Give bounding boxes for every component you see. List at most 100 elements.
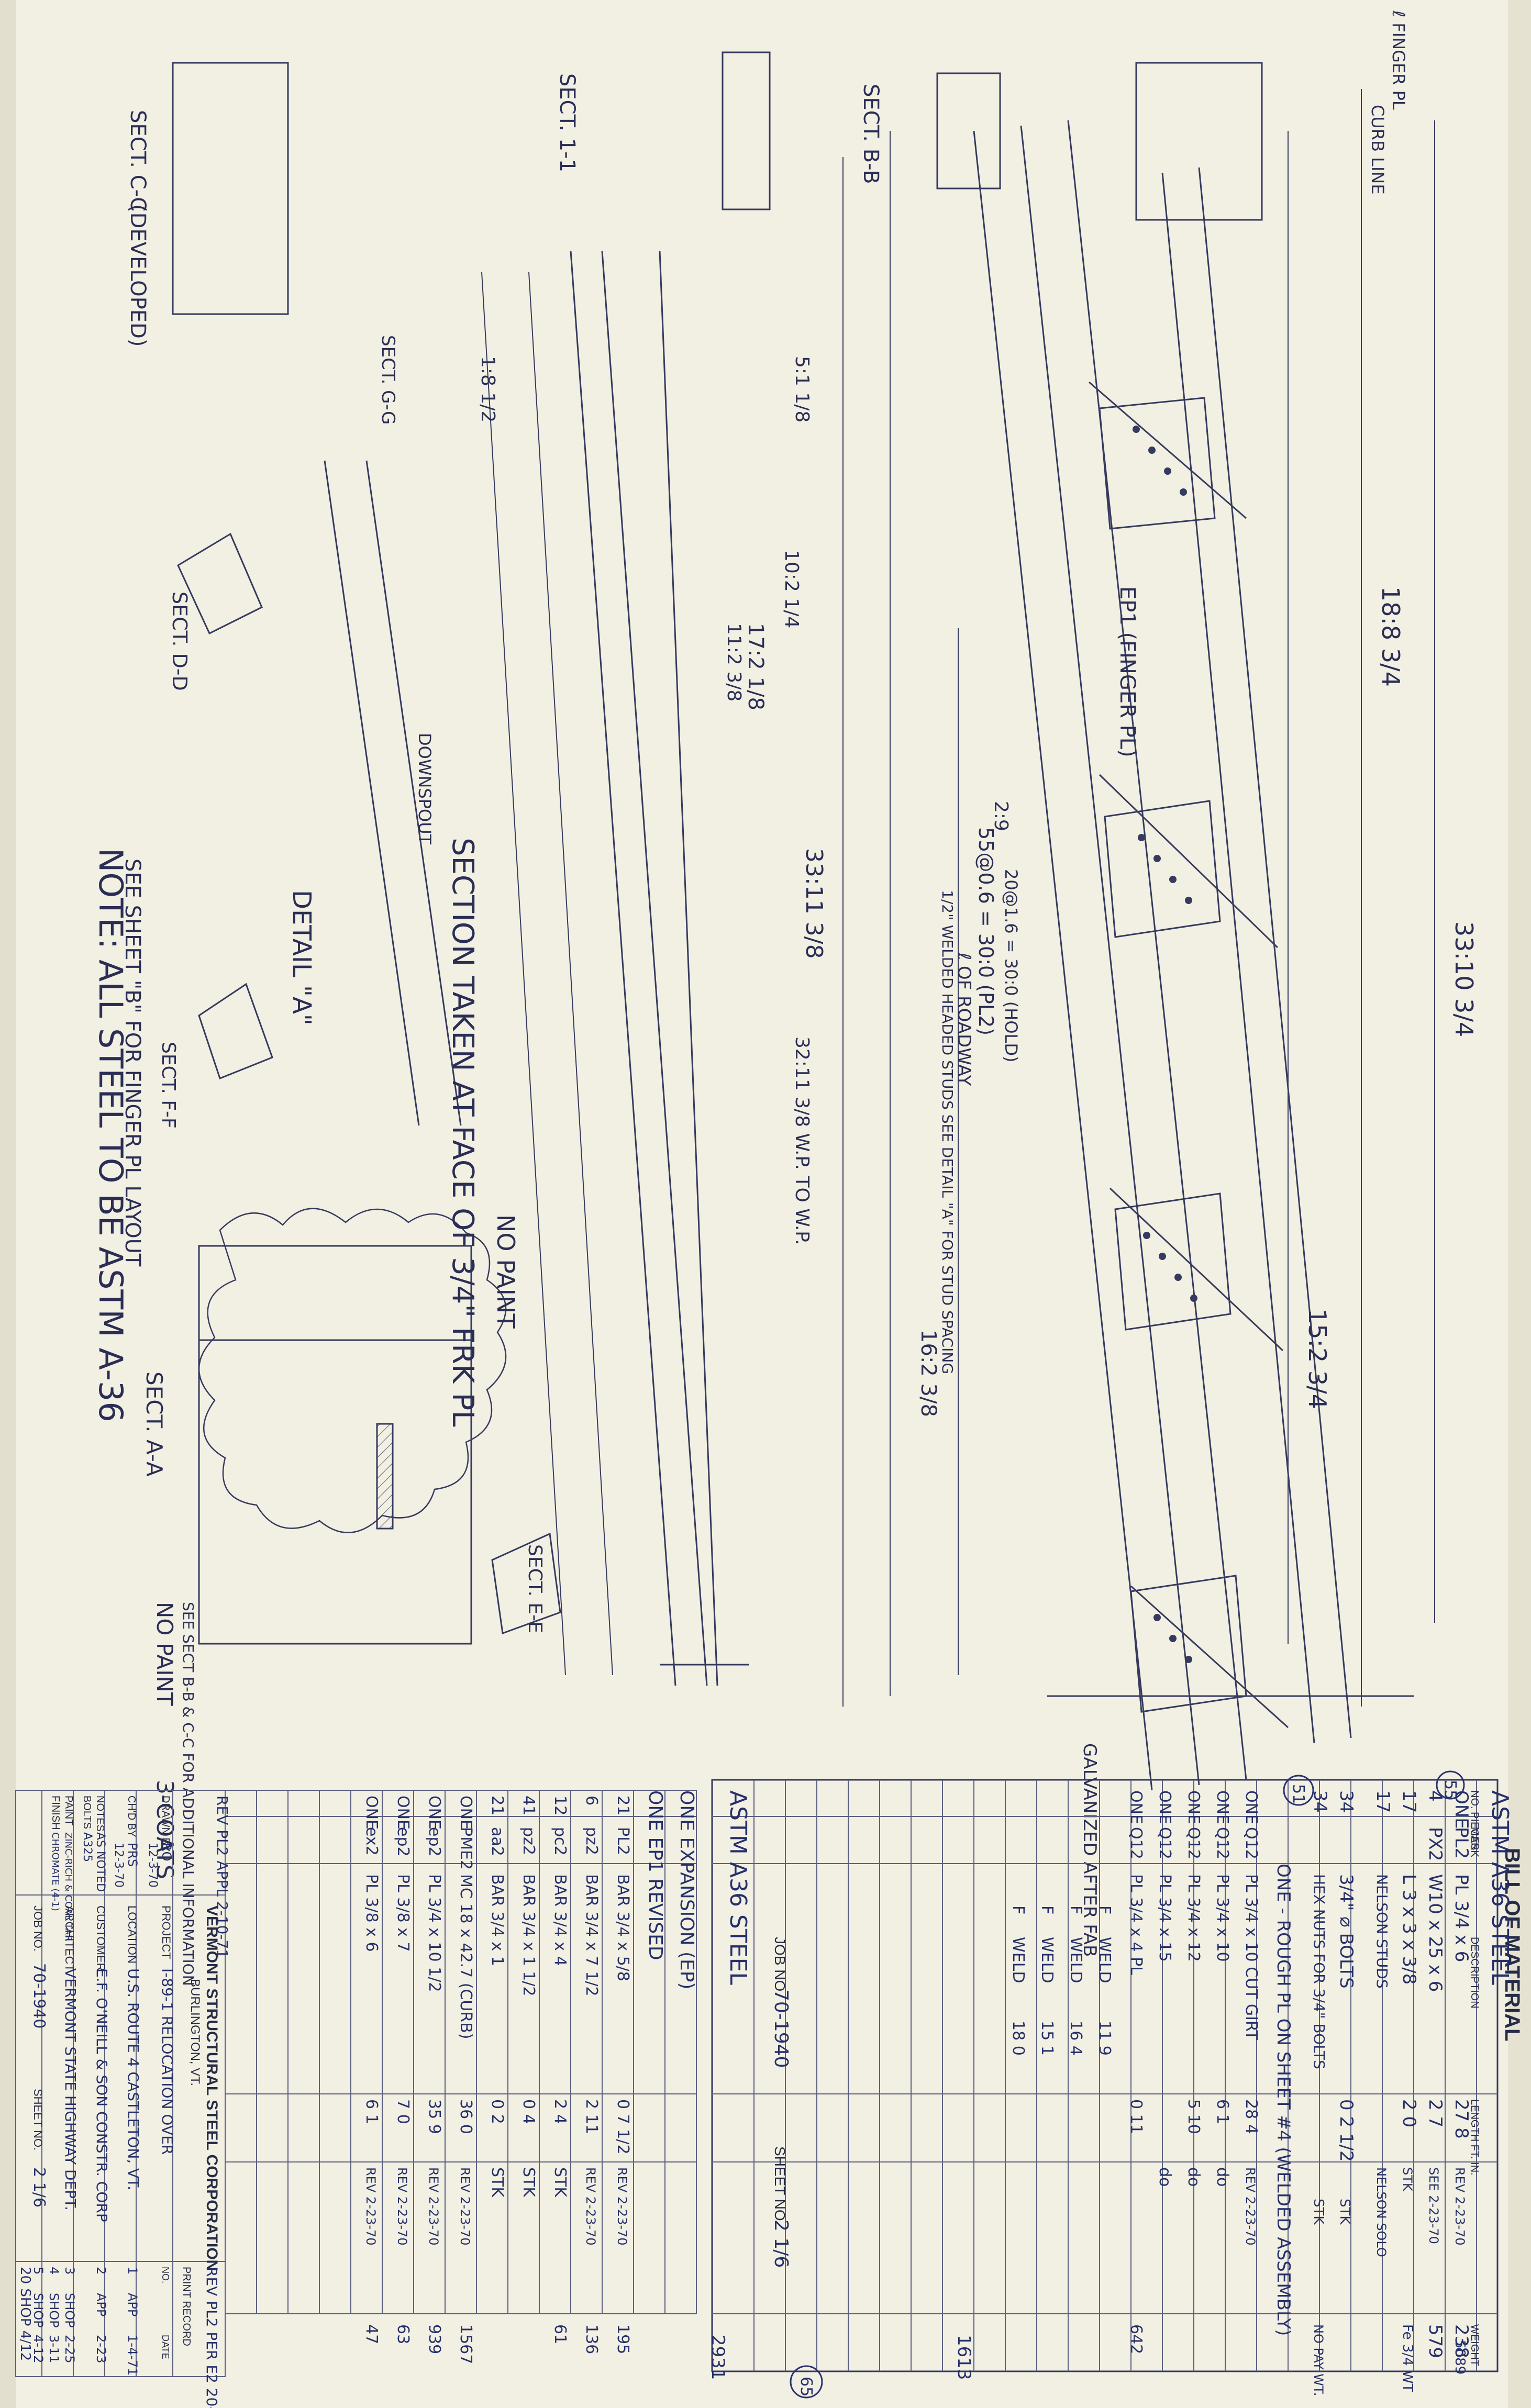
- tb-job-value: 70-1940: [30, 1963, 48, 2028]
- dim-label-5: 16:2 3/8: [916, 1330, 940, 1417]
- low-row-3-desc: BAR 3/4 x 1 1/2: [519, 1874, 538, 1997]
- main-note: NOTE: ALL STEEL TO BE ASTM A-36: [92, 848, 130, 1422]
- rev-2-no: 3: [62, 2267, 77, 2275]
- bom-total-1: 1613: [953, 2335, 974, 2380]
- low-row-1-wt: 136: [582, 2324, 601, 2354]
- section-line-3: [659, 251, 718, 1686]
- rev-0-date: 1-4-71: [125, 2335, 140, 2376]
- location-label: LOCATION: [126, 1905, 139, 1964]
- customer-label: CUSTOMER: [94, 1905, 107, 1971]
- low-row-5-desc: MC 18 x 42.7 (CURB): [457, 1874, 475, 2039]
- mid-row-2-pcs: ONE: [1184, 1790, 1203, 1824]
- girder-line-4: [1161, 172, 1315, 1744]
- plan-view-girder: [172, 51, 1499, 2372]
- upper-row-2-wt: Fe 3/4 WT: [1400, 2324, 1415, 2392]
- finger-plate-4: [1130, 1585, 1289, 1729]
- mid-row-1-len: 6 1: [1213, 2099, 1232, 2124]
- sect-b-b-label: SECT. B-B: [859, 84, 883, 184]
- low-row-5-mark: PME2: [457, 1827, 475, 1870]
- bom-total-0: 2931: [707, 2335, 728, 2380]
- upper-row-3-note: NELSON SOLO: [1374, 2167, 1389, 2257]
- drawn-date: 12-3-70: [146, 1843, 159, 1888]
- mid-row-2-note: do: [1184, 2167, 1203, 2187]
- bom-col-pieces: NO. PIECES: [1469, 1790, 1480, 1850]
- sect-f-f-label: SECT. F-F: [158, 1042, 179, 1129]
- low-row-7-len: 7 0: [394, 2099, 412, 2124]
- section-title: SECTION TAKEN AT FACE OF 3/4" FRK PL: [446, 838, 480, 1427]
- upper-row-4-pcs: 34: [1336, 1790, 1357, 1813]
- plate-a: [1099, 397, 1216, 530]
- low-row-4-mark: aa2: [488, 1827, 506, 1856]
- corner-note: 20 SHOP 4/12: [17, 2267, 33, 2361]
- upper-row-4-note: STK: [1337, 2199, 1352, 2225]
- rev-no-label: NO.: [160, 2267, 171, 2283]
- rev-0-no: 1: [125, 2267, 140, 2275]
- low-row-6-wt: 939: [425, 2324, 443, 2354]
- weld-row-2-len: 15 1: [1038, 2021, 1056, 2056]
- rev-3-no: 4: [47, 2267, 61, 2275]
- low-row-0-note: REV 2-23-70: [615, 2167, 629, 2246]
- plate-b: [1104, 800, 1221, 938]
- rev-1-by: APP: [94, 2293, 108, 2316]
- tb-sheet-value: 2 1/6: [30, 2167, 48, 2208]
- finger-pl-label: ℓ FINGER PL: [1389, 10, 1408, 110]
- tb-job-label: JOB NO.: [31, 1905, 45, 1952]
- girder-line-2: [1020, 125, 1200, 1786]
- low-row-1-len: 2 11: [582, 2099, 601, 2134]
- checked-by-label: CH'D BY: [126, 1796, 137, 1837]
- notes-value: AS NOTED: [94, 1832, 107, 1892]
- sect-a-a-box: [198, 1245, 472, 1645]
- low-row-4-pcs: 21: [488, 1796, 506, 1815]
- weld-row-3-len: 18 0: [1009, 2021, 1027, 2056]
- low-row-7-note: REV 2-23-70: [395, 2167, 409, 2246]
- checked-by-value: PRS: [125, 1843, 140, 1867]
- drawn-by-value: RO: [159, 1843, 174, 1861]
- detail-a-line-1: [324, 460, 420, 1126]
- low-row-7-mark: ep2: [394, 1827, 412, 1857]
- mid-row-1-note: do: [1213, 2167, 1232, 2187]
- low-row-2-len: 2 4: [551, 2099, 569, 2124]
- bom-col-weight: WEIGHT: [1469, 2324, 1480, 2366]
- detail-a-label: DETAIL "A": [287, 890, 316, 1025]
- upper-row-0-len: 27 8: [1451, 2099, 1472, 2139]
- rev-1-date: 2-23: [94, 2335, 108, 2363]
- low-row-0-len: 0 7 1/2: [614, 2099, 632, 2155]
- section-dim-1: [481, 272, 566, 1676]
- low-row-6-mark: ep2: [425, 1827, 443, 1857]
- weld-row-0-mark: F: [1095, 1905, 1114, 1914]
- mid-row-3-mark: Q12: [1156, 1827, 1174, 1859]
- bolts-value: A325: [81, 1832, 94, 1862]
- dim-label-8: 5:1 1/8: [791, 356, 813, 422]
- stud-note: 1/2" WELDED HEADED STUDS SEE DETAIL "A" …: [939, 890, 956, 1374]
- upper-row-3-desc: NELSON STUDS: [1373, 1874, 1391, 1989]
- upper-row-0-pcs: ONE: [1451, 1790, 1472, 1829]
- bom-total-2: 5089: [1452, 2340, 1468, 2374]
- revision-note: REV PL2 APPL 2-10-71: [214, 1796, 231, 1958]
- revision-cloud: [198, 1208, 507, 1533]
- mid-row-3-pcs: ONE: [1156, 1790, 1174, 1824]
- low-row-3-len: 0 4: [519, 2099, 538, 2124]
- mid-row-0-mark: Q12: [1242, 1827, 1260, 1859]
- bom-sub-header: ONE - ROUGH PL ON SHEET #4 (WELDED ASSEM…: [1273, 1864, 1294, 2336]
- main-note-sub: SEE SHEET "B" FOR FINGER PL LAYOUT: [120, 859, 145, 1267]
- notes-label: NOTES: [94, 1796, 106, 1832]
- mid-row-3-note: do: [1156, 2167, 1174, 2187]
- expansion-header: ONE EXPANSION (EP): [676, 1790, 697, 1990]
- low-row-2-wt: 61: [551, 2324, 569, 2344]
- stud-spacing: 55@0.6 = 30:0 (PL2): [974, 827, 997, 1035]
- low-row-7-desc: PL 3/8 x 7: [394, 1874, 412, 1952]
- project-value: I-89-1 RELOCATION OVER: [159, 1968, 176, 2155]
- low-row-0-mark: PL2: [614, 1827, 632, 1855]
- mid-row-0-desc: PL 3/4 x 10 CUT GIRT: [1242, 1874, 1260, 2041]
- bom-col-mark: MARK: [1469, 1827, 1480, 1857]
- stud-spacing-2: 20@1.6 = 30:0 (HOLD): [1001, 869, 1021, 1062]
- customer-value: E.F. O'NEILL & SON CONSTR. CORP: [93, 1968, 110, 2222]
- sect-c-c-label: SECT. C-C: [126, 110, 150, 211]
- weld-row-2-mark: F: [1038, 1905, 1056, 1914]
- dim-label-4: 17:2 1/8: [744, 623, 768, 710]
- dim-label-0: 18:8 3/4: [1377, 586, 1405, 687]
- architect-label: ARCHITECT: [63, 1905, 76, 1971]
- mid-row-4-desc: PL 3/4 x 4 PL: [1127, 1874, 1145, 1975]
- rev-2-date: 2-25: [62, 2335, 77, 2363]
- weld-row-1-len: 16 4: [1067, 2021, 1085, 2056]
